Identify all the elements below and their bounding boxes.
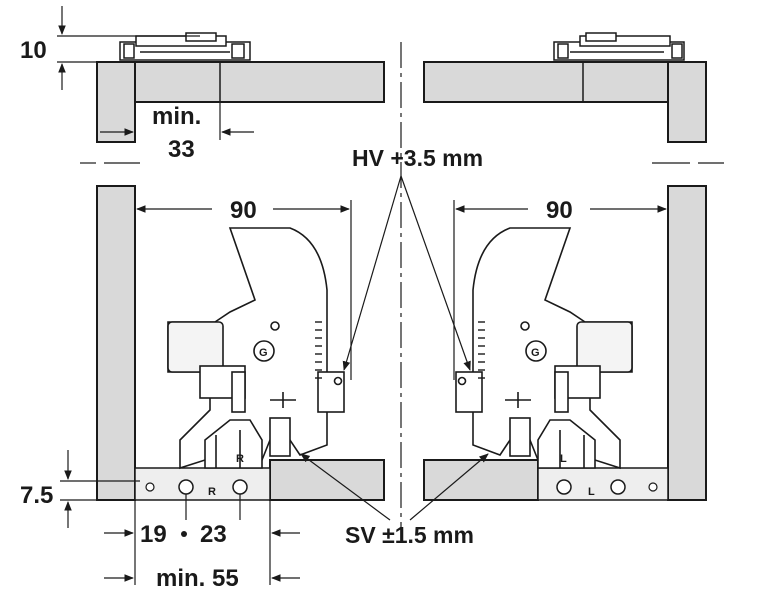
dim-90-right-label: 90 bbox=[546, 197, 573, 224]
right-screw-b bbox=[610, 479, 626, 495]
dim-19-label: 19 bbox=[140, 521, 167, 548]
top-left-side-panel bbox=[96, 61, 136, 143]
dim-90-left-label: 90 bbox=[230, 197, 257, 224]
dim-min33-label-b: 33 bbox=[168, 136, 195, 163]
dim-90-right bbox=[453, 200, 669, 380]
top-left-bracket bbox=[119, 32, 251, 61]
right-adjust-arrows-icon bbox=[505, 392, 531, 408]
dim-min55-label: min. 55 bbox=[156, 565, 239, 592]
bottom-right-section: L L G 90 bbox=[423, 185, 707, 501]
left-scale-ticks bbox=[315, 321, 322, 379]
top-right-bracket bbox=[553, 32, 685, 61]
right-g-mark: G bbox=[531, 347, 540, 359]
left-side-mark-b: R bbox=[236, 453, 244, 465]
right-cabinet-wall bbox=[667, 185, 707, 501]
left-side-mark-a: R bbox=[208, 486, 216, 498]
bottom-left-section: R R G 90 bbox=[96, 185, 385, 501]
hv-label: HV +3.5 mm bbox=[352, 145, 483, 171]
dim-10 bbox=[57, 6, 200, 90]
sv-leaders bbox=[300, 453, 489, 521]
dim-90-left bbox=[134, 200, 352, 380]
top-right-side-panel bbox=[667, 61, 707, 143]
left-coupling-body bbox=[167, 227, 345, 470]
dim-dot bbox=[181, 531, 187, 537]
dim-10-label: 10 bbox=[20, 37, 47, 64]
right-scale-ticks bbox=[478, 321, 485, 379]
right-coupling-body bbox=[455, 227, 633, 470]
dim-min33-label-a: min. bbox=[152, 103, 201, 130]
dim-min33 bbox=[100, 102, 254, 140]
dim-19-23 bbox=[104, 494, 300, 585]
left-cabinet-wall bbox=[96, 185, 136, 501]
left-adjust-arrows-icon bbox=[270, 392, 296, 408]
top-right-front-panel bbox=[423, 61, 669, 103]
dim-7-5-label: 7.5 bbox=[20, 482, 53, 509]
left-runner-rail bbox=[134, 467, 271, 501]
left-screw-a bbox=[178, 479, 194, 495]
top-left-front-panel bbox=[134, 61, 385, 103]
right-side-mark-b: L bbox=[560, 453, 567, 465]
dim-7-5 bbox=[60, 450, 140, 528]
left-g-mark: G bbox=[259, 347, 268, 359]
left-screw-b bbox=[232, 479, 248, 495]
right-side-mark-a: L bbox=[588, 486, 595, 498]
right-screw-a bbox=[556, 479, 572, 495]
dim-23-label: 23 bbox=[200, 521, 227, 548]
top-section: 10 min. 33 bbox=[20, 6, 707, 163]
left-drawer-bottom bbox=[269, 459, 385, 501]
hv-leaders bbox=[342, 175, 471, 371]
sv-label: SV ±1.5 mm bbox=[345, 522, 474, 548]
